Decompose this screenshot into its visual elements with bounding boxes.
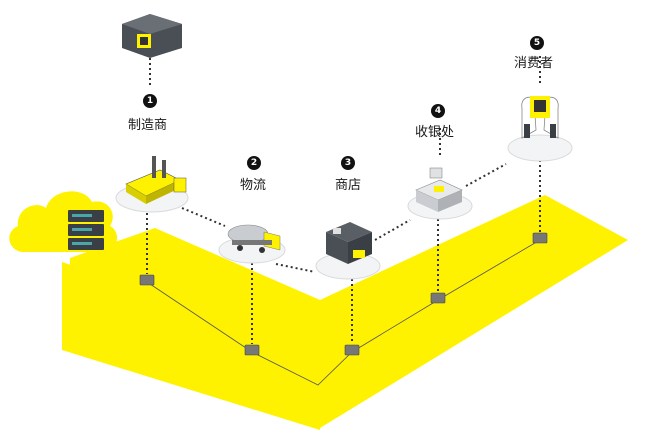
cloud-server-icon	[9, 191, 118, 252]
step-number-badge-5: 5	[530, 36, 544, 50]
step-label-consumer: 消费者	[514, 56, 554, 71]
step-number-badge-4: 4	[431, 104, 445, 118]
step-number-badge-1: 1	[143, 94, 157, 108]
step-label-logistics: 物流	[240, 178, 267, 193]
vertical-connectors	[146, 56, 541, 344]
step-number-badge-3: 3	[341, 156, 355, 170]
network-line	[146, 239, 541, 386]
manufacturer-icon	[125, 156, 187, 204]
step-number-badge-2: 2	[247, 156, 261, 170]
yellow-floor	[70, 195, 628, 428]
store-icon	[326, 222, 372, 264]
step-label-checkout: 收银处	[415, 125, 455, 140]
package-box-icon	[122, 14, 182, 58]
consumer-hand-icon	[521, 96, 559, 139]
checkout-register-icon	[415, 167, 463, 212]
logistics-truck-icon	[227, 224, 281, 253]
step-label-store: 商店	[335, 178, 362, 193]
network-node-icon	[139, 232, 548, 356]
step-label-manufacturer: 制造商	[128, 118, 168, 133]
flow-connectors	[181, 163, 507, 273]
